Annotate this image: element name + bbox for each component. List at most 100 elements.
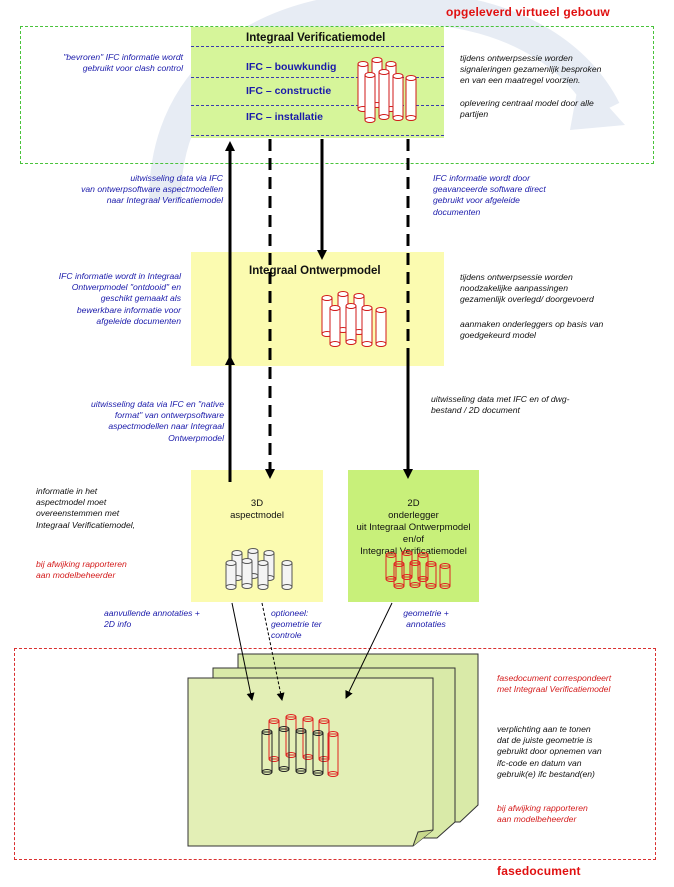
note-line: Ontwerpmodel "ontdooid" en	[71, 282, 181, 293]
header-phase-document: fasedocument	[497, 864, 581, 878]
note-line: documenten	[433, 206, 481, 217]
note-line: bij afwijking rapporteren	[497, 803, 588, 813]
aspect-cylinders-icon	[225, 548, 293, 590]
note-frozen-ifc: "bevroren" IFC informatie wordt gebruikt…	[28, 52, 183, 74]
note-line: aanvullende annotaties +	[104, 608, 200, 618]
note-deviation-report-left: bij afwijking rapporteren aan modelbehee…	[36, 559, 186, 581]
note-line: uitwisseling data via IFC	[130, 173, 223, 183]
note-phase-document-corresponds: fasedocument correspondeert met Integraa…	[497, 673, 657, 695]
note-line: ifc-code en datum van	[497, 757, 582, 768]
underlay-line-1: 2D	[407, 498, 420, 509]
note-line: annotaties	[406, 619, 446, 630]
document-cylinders-icon	[261, 714, 339, 777]
note-line: verplichting aan te tonen	[497, 724, 591, 734]
note-line: geometrie +	[403, 608, 449, 618]
note-line: 2D info	[104, 619, 132, 630]
note-line: uitwisseling data via IFC en "native	[91, 399, 224, 409]
note-line: afgeleide documenten	[96, 315, 181, 326]
note-line: IFC informatie wordt in Integraal	[58, 271, 181, 281]
note-line: gebruikt voor afgeleide	[433, 195, 520, 206]
note-obligation-geometry: verplichting aan te tonen dat de juiste …	[497, 724, 657, 780]
arrow-annotations-to-document	[231, 602, 255, 701]
arrow-geometry-to-document	[345, 602, 393, 699]
ivm-row-divider	[191, 135, 444, 136]
note-line: geschikt gemaakt als	[100, 293, 181, 304]
note-line: Integraal Verificatiemodel,	[36, 519, 136, 530]
aspect-model-line-1: 3D	[250, 498, 264, 509]
note-additional-annotations: aanvullende annotaties + 2D info	[104, 608, 234, 630]
note-line: partijen	[460, 109, 489, 120]
note-line: aspectmodellen naar Integraal	[108, 421, 224, 432]
note-line: en van een maatregel voorzien.	[460, 75, 581, 86]
note-line: aan modelbeheerder	[497, 814, 577, 825]
ivm-row-divider	[191, 77, 444, 78]
iom-title: Integraal Ontwerpmodel	[249, 265, 381, 277]
note-line: dat de juiste geometrie is	[497, 735, 593, 746]
note-line: gebruikt door opnemen van	[497, 746, 602, 757]
document-stack-icon	[187, 653, 479, 847]
note-line: naar Integraal Verificatiemodel	[106, 195, 223, 206]
note-line: overeenstemmen met	[36, 508, 120, 519]
iom-cylinders-icon	[321, 291, 387, 347]
ivm-row-divider	[191, 46, 444, 47]
note-line: controle	[271, 630, 302, 641]
note-ifc-in-design-model: IFC informatie wordt in Integraal Ontwer…	[12, 271, 181, 327]
note-line: geavanceerde software direct	[433, 184, 546, 195]
ivm-cylinders-icon	[357, 57, 417, 123]
aspect-model-line-2: aspectmodel	[230, 510, 284, 521]
note-design-sessions-mid: tijdens ontwerpsessie worden noodzakelij…	[460, 272, 655, 306]
note-line: tijdens ontwerpsessie worden	[460, 272, 573, 282]
note-line: aanmaken onderleggers op basis van	[460, 319, 604, 329]
note-line: fasedocument correspondeert	[497, 673, 612, 683]
note-line: geometrie ter	[271, 619, 322, 630]
ivm-row-architectural: IFC – bouwkundig	[246, 61, 337, 73]
note-line: gebruikt voor clash control	[82, 63, 183, 74]
note-line: IFC informatie wordt door	[433, 173, 530, 183]
aspect-model-3d-box: 3D aspectmodel	[191, 470, 323, 602]
note-exchange-native-format: uitwisseling data via IFC en "native for…	[50, 399, 224, 444]
note-design-sessions-top: tijdens ontwerpsessie worden signalering…	[460, 53, 650, 87]
note-line: informatie in het	[36, 486, 98, 496]
phase-document-frame	[14, 648, 656, 860]
note-line: van ontwerpsoftware aspectmodellen	[81, 184, 223, 195]
note-create-underlays: aanmaken onderleggers op basis van goedg…	[460, 319, 665, 341]
note-line: Ontwerpmodel	[168, 432, 224, 443]
integral-design-model-box: Integraal Ontwerpmodel	[191, 252, 444, 366]
note-ifc-advanced-software: IFC informatie wordt door geavanceerde s…	[433, 173, 623, 218]
note-exchange-dwg: uitwisseling data met IFC en of dwg- bes…	[431, 394, 621, 416]
note-line: bestand / 2D document	[431, 405, 520, 416]
note-line: format" van ontwerpsoftware	[114, 410, 224, 421]
note-deviation-report-right: bij afwijking rapporteren aan modelbehee…	[497, 803, 657, 825]
ivm-row-structural: IFC – constructie	[246, 85, 332, 97]
underlay-line-5: Integraal Verificatiemodel	[360, 546, 467, 557]
note-line: bewerkbare informatie voor	[76, 304, 181, 315]
note-line: uitwisseling data met IFC en of dwg-	[431, 394, 570, 404]
underlay-cylinders-icon	[385, 550, 451, 589]
note-line: aspectmodel moet	[36, 497, 107, 508]
note-geometry-annotations: geometrie + annotaties	[381, 608, 471, 630]
note-line: noodzakelijke aanpassingen	[460, 283, 568, 294]
underlay-line-4: en/of	[402, 534, 425, 545]
note-exchange-ifc-verification: uitwisseling data via IFC van ontwerpsof…	[40, 173, 223, 207]
note-line: gezamenlijk overlegd/ doorgevoerd	[460, 294, 594, 305]
note-line: bij afwijking rapporteren	[36, 559, 127, 569]
ivm-title: Integraal Verificatiemodel	[246, 32, 386, 44]
integral-verification-model-box: Integraal Verificatiemodel IFC – bouwkun…	[191, 27, 444, 138]
note-line: met Integraal Verificatiemodel	[497, 684, 611, 695]
note-line: oplevering centraal model door alle	[460, 98, 594, 108]
note-line: optioneel:	[271, 608, 309, 618]
note-line: tijdens ontwerpsessie worden	[460, 53, 573, 63]
ivm-row-installation: IFC – installatie	[246, 111, 324, 123]
note-line: aan modelbeheerder	[36, 570, 116, 581]
note-line: gebruik(e) ifc bestand(en)	[497, 768, 595, 779]
arrow-optional-geometry-to-document	[261, 602, 285, 701]
underlay-line-2: onderlegger	[388, 510, 439, 521]
note-optional-geometry: optioneel: geometrie ter controle	[271, 608, 361, 642]
delivered-building-frame	[20, 26, 654, 164]
header-delivered-virtual-building: opgeleverd virtueel gebouw	[446, 5, 610, 19]
note-aspect-model-info: informatie in het aspectmodel moet overe…	[36, 486, 186, 531]
note-line: signaleringen gezamenlijk besproken	[460, 64, 602, 75]
ivm-row-divider	[191, 105, 444, 106]
